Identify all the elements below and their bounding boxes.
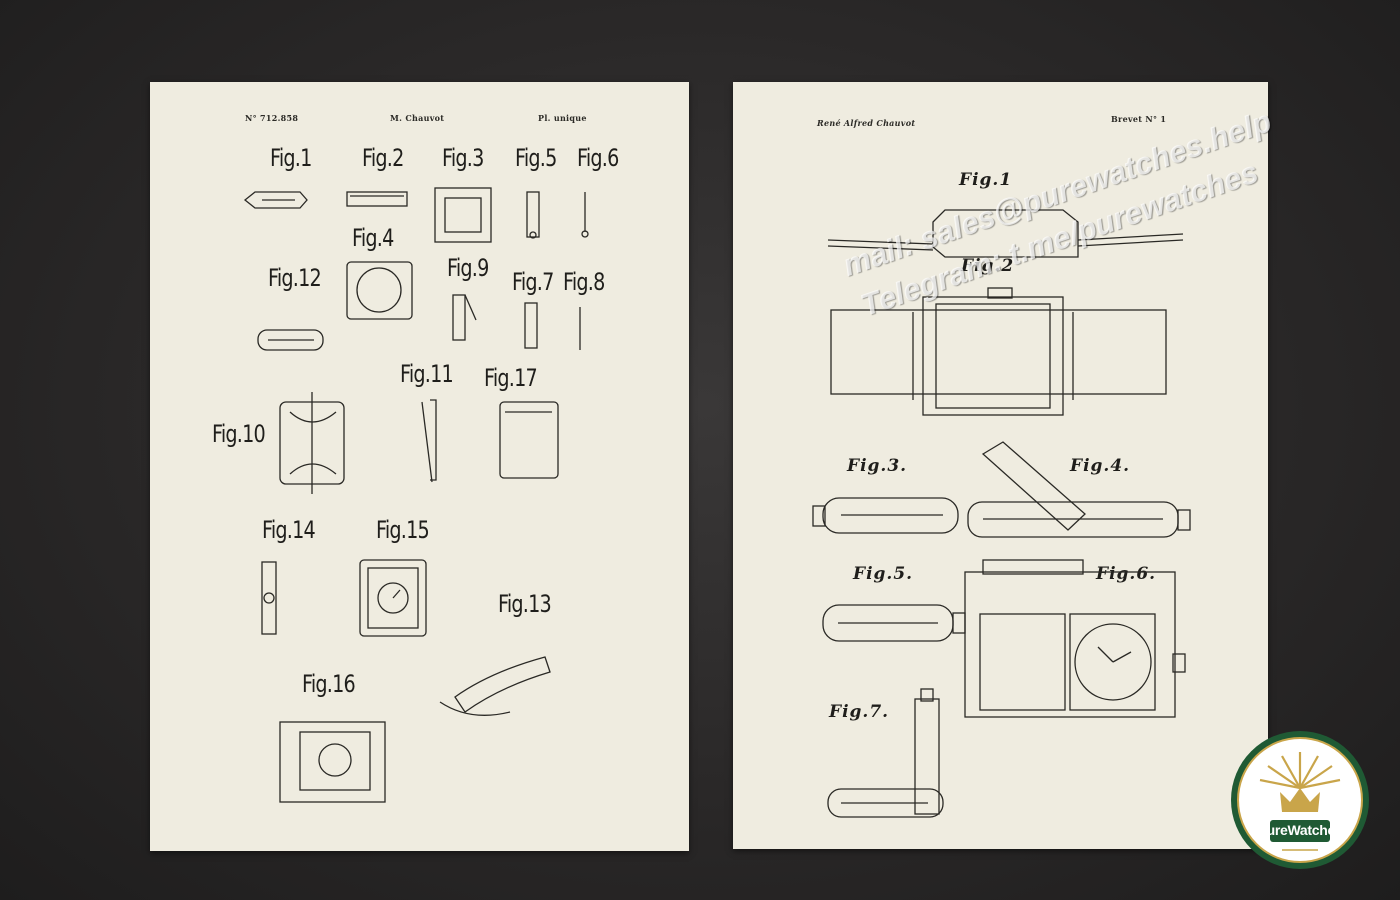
fig-label: Fig.4. <box>1070 456 1131 476</box>
patent-drawings-left <box>243 187 589 803</box>
patent-sheet-right: René Alfred Chauvot Brevet N° 1 Fig.1 Fi… <box>733 82 1268 849</box>
patent-sheet-left: N° 712.858 M. Chauvot Pl. unique Fig.1 F… <box>150 82 689 851</box>
inventor-name: M. Chauvot <box>390 113 445 123</box>
fig-label: Fig.7. <box>829 702 890 722</box>
fig-label: Fig.5 <box>515 144 557 172</box>
fig-label: Fig.8 <box>563 268 605 296</box>
fig-label: Fig.16 <box>302 670 356 698</box>
crown-icon <box>1231 731 1369 869</box>
fig-label: Fig.1 <box>959 170 1013 190</box>
fig-label: Fig.3. <box>847 456 908 476</box>
fig-label: Fig.10 <box>212 420 266 448</box>
plate-label: Pl. unique <box>538 113 587 123</box>
logo-brand-text: PureWatches <box>1257 822 1343 838</box>
fig-label: Fig.9 <box>447 254 489 282</box>
fig-label: Fig.17 <box>484 364 538 392</box>
fig-label: Fig.5. <box>853 564 914 584</box>
fig-label: Fig.4 <box>352 224 394 252</box>
fig-label: Fig.13 <box>498 590 552 618</box>
fig-label: Fig.15 <box>376 516 430 544</box>
fig-label: Fig.1 <box>270 144 312 172</box>
fig-label: Fig.14 <box>262 516 316 544</box>
fig-label: Fig.3 <box>442 144 484 172</box>
fig-label: Fig.2 <box>362 144 404 172</box>
purewatches-logo: PureWatches <box>1230 730 1370 870</box>
patent-drawings-right <box>812 209 1191 818</box>
inventor-name: René Alfred Chauvot <box>817 118 916 128</box>
patent-number: N° 712.858 <box>245 113 299 123</box>
fig-label: Fig.6 <box>577 144 619 172</box>
fig-label: Fig.12 <box>268 264 322 292</box>
fig-label: Fig.11 <box>400 360 454 388</box>
fig-label: Fig.6. <box>1096 564 1157 584</box>
fig-label: Fig.2 <box>961 256 1015 276</box>
fig-label: Fig.7 <box>512 268 554 296</box>
brevet-number: Brevet N° 1 <box>1111 114 1167 124</box>
